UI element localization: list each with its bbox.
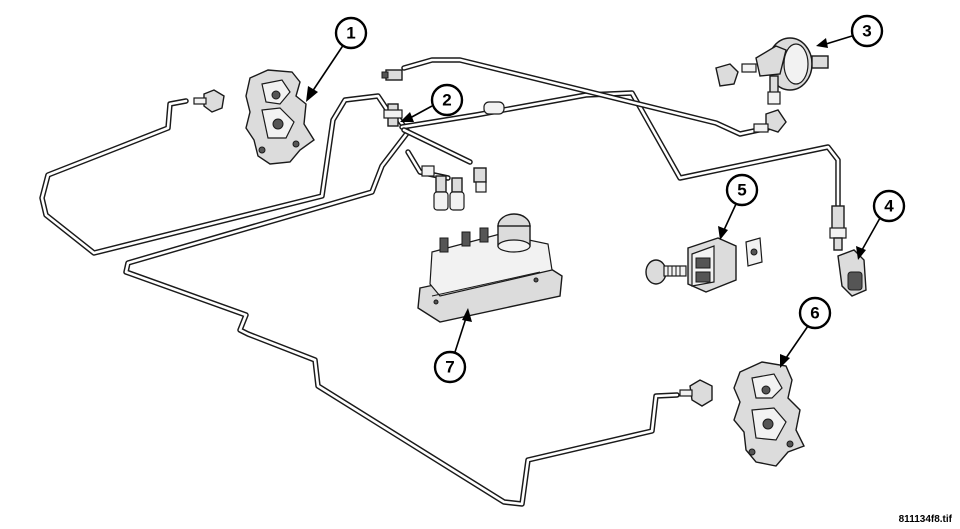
callout-3-label: 3: [862, 22, 871, 41]
callout-7: 7: [433, 308, 472, 384]
vacuum-switch-icon: [829, 205, 867, 297]
vacuum-reservoir-icon: [715, 37, 829, 133]
valve-body-icon: [679, 361, 805, 467]
callout-4: 4: [856, 189, 906, 260]
vacuum-actuator-icon: [417, 213, 563, 323]
callout-6: 6: [780, 296, 832, 368]
callout-5: 5: [718, 173, 759, 240]
callout-2: 2: [400, 83, 464, 122]
callout-4-label: 4: [884, 197, 894, 216]
valve-body-icon: [193, 69, 315, 165]
figure-id-label: 811134f8.tif: [898, 514, 952, 525]
callout-5-label: 5: [737, 181, 746, 200]
callout-7-label: 7: [445, 358, 454, 377]
check-valve-icon: [381, 69, 505, 211]
callout-3: 3: [816, 14, 884, 48]
callout-1-label: 1: [346, 24, 355, 43]
callout-2-label: 2: [442, 91, 451, 110]
callout-1: 1: [306, 16, 368, 102]
solenoid-pack-icon: [645, 237, 763, 293]
callout-6-label: 6: [810, 304, 819, 323]
